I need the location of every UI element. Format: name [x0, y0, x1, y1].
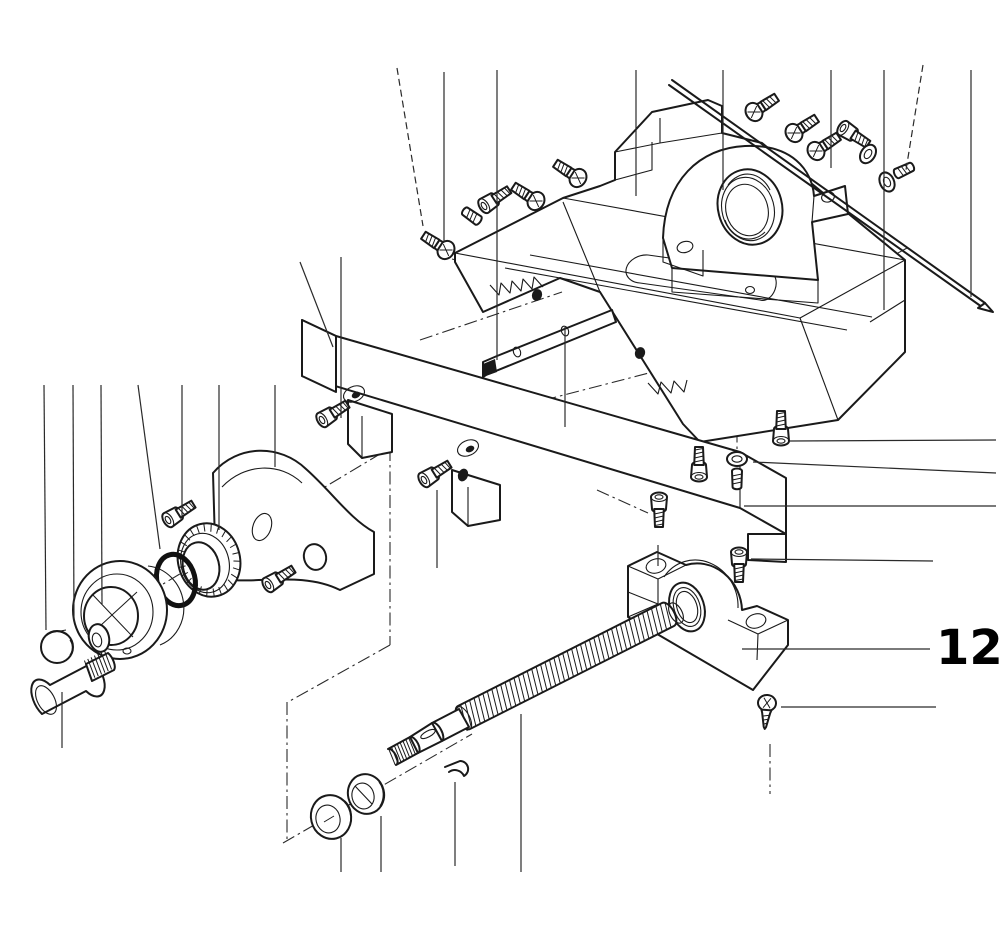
leader-lines [43, 64, 997, 872]
key-clip [444, 759, 470, 777]
spacer-ring [309, 794, 353, 840]
gib-bar [482, 309, 617, 378]
shaft-washer [87, 623, 111, 653]
bearing-ring [346, 773, 386, 815]
gib-strip [668, 79, 994, 313]
ball-knob [40, 629, 74, 664]
handle-grip [30, 661, 106, 715]
lead-screw [83, 587, 702, 766]
figure-label: 12 [936, 620, 1000, 676]
